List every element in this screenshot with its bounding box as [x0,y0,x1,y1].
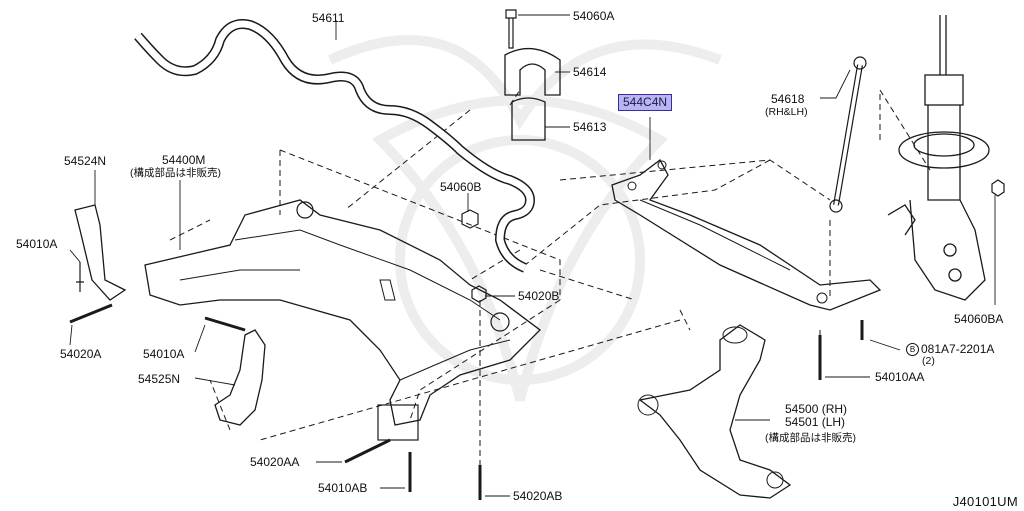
label-54618: 54618 [771,92,805,106]
label-54501: 54501 (LH) [785,415,846,429]
label-54525N: 54525N [138,372,181,386]
member-stay [611,159,882,311]
bracket-54525N [214,329,266,426]
diagram-code: J40101UM [952,494,1018,509]
label-54060B: 54060B [440,180,482,194]
bolt-54010A-mid [204,316,246,332]
label-54020B: 54020B [518,289,560,303]
nut-54020B [471,285,487,303]
label-544C4N-highlighted[interactable]: 544C4N [618,94,673,111]
nut-54060BA [991,179,1005,197]
label-081A7-qty: (2) [922,355,935,367]
label-54020AA: 54020AA [250,455,300,469]
label-54020AB: 54020AB [513,489,563,503]
label-54611: 54611 [312,11,345,25]
watermark-emblem [327,35,722,402]
stabilizer-bushing [511,97,546,141]
transverse-link [638,324,792,499]
label-54524N: 54524N [64,154,107,168]
label-54020A: 54020A [60,347,102,361]
strut-assembly [887,15,990,301]
leader-lines [69,14,996,497]
label-54400M: 54400M [162,153,206,167]
circled-b-icon: B [906,343,919,356]
bolt-54060A [505,9,517,49]
label-54500: 54500 (RH) [785,402,848,416]
label-54010AB: 54010AB [318,481,368,495]
bracket-54524N [74,204,127,301]
label-54010AA: 54010AA [875,370,925,384]
label-54400M-sub: (構成部品は非販売) [130,167,221,179]
bolt-54020A [69,303,113,324]
label-54613: 54613 [573,120,607,134]
label-54618-sub: (RH&LH) [765,106,808,118]
label-54614: 54614 [573,65,607,79]
front-suspension-member [144,199,541,426]
dashed-guide-lines [169,88,931,470]
bolt-54010A-left [76,262,84,292]
label-54060BA: 54060BA [954,312,1004,326]
bolt-54020AA [344,438,391,464]
nut-54060B [461,209,479,229]
bushing-clamp [504,48,561,96]
label-54060A: 54060A [573,9,615,23]
label-54010A-mid: 54010A [143,347,185,361]
label-54010A-left: 54010A [16,237,58,251]
label-54500-sub: (構成部品は非販売) [765,432,856,444]
